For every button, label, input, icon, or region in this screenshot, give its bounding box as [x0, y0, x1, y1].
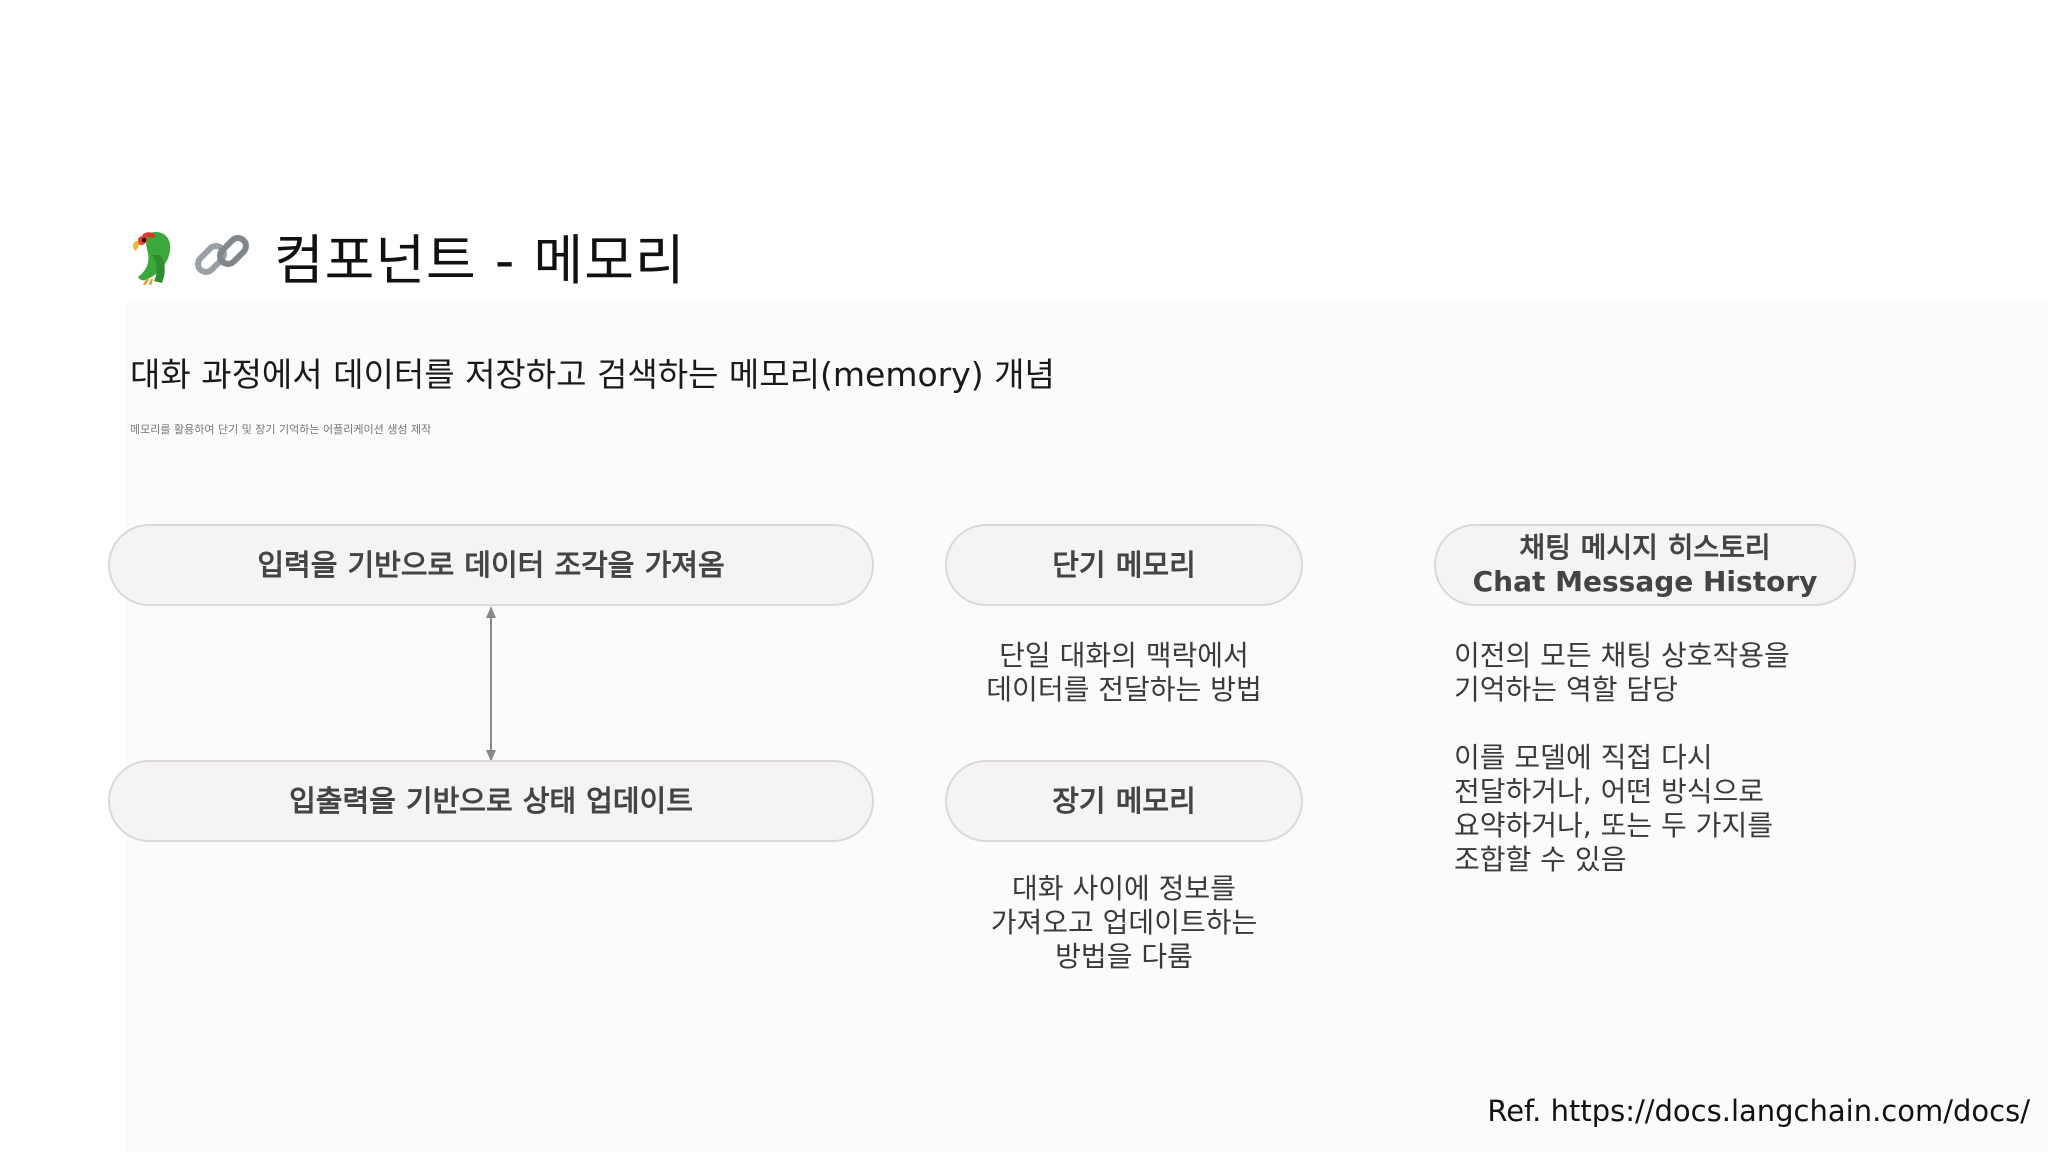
short-term-desc-line: 데이터를 전달하는 방법	[986, 673, 1262, 706]
input-retrieval-box: 입력을 기반으로 데이터 조각을 가져옴	[108, 524, 874, 606]
input-retrieval-label: 입력을 기반으로 데이터 조각을 가져옴	[257, 547, 725, 582]
subtitle: 대화 과정에서 데이터를 저장하고 검색하는 메모리(memory) 개념	[130, 355, 1055, 394]
chat-message-history-box: 채팅 메시지 히스토리 Chat Message History	[1434, 524, 1856, 606]
chat-history-title-en: Chat Message History	[1472, 565, 1818, 598]
short-term-memory-title: 단기 메모리	[1052, 547, 1196, 582]
bidirectional-arrow-icon	[486, 606, 496, 762]
chat-history-desc-2: 이를 모델에 직접 다시 전달하거나, 어떤 방식으로 요약하거나, 또는 두 …	[1454, 741, 1773, 877]
state-update-label: 입출력을 기반으로 상태 업데이트	[289, 783, 693, 818]
chat-history-desc-line: 조합할 수 있음	[1454, 843, 1627, 876]
chat-history-desc-line: 전달하거나, 어떤 방식으로	[1454, 775, 1765, 808]
caption: 메모리를 활용하여 단기 및 장기 기억하는 어플리케이션 생성 제작	[130, 423, 432, 436]
title-text: 컴포넌트 - 메모리	[274, 228, 686, 292]
long-term-memory-title: 장기 메모리	[1052, 783, 1196, 818]
chat-history-desc-1: 이전의 모든 채팅 상호작용을 기억하는 역할 담당	[1454, 639, 1790, 707]
content-background	[126, 300, 2048, 1152]
state-update-box: 입출력을 기반으로 상태 업데이트	[108, 760, 874, 842]
chat-history-title-ko: 채팅 메시지 히스토리	[1519, 531, 1771, 565]
long-term-desc-line: 방법을 다룸	[1055, 940, 1193, 973]
chat-history-desc-line: 요약하거나, 또는 두 가지를	[1454, 809, 1773, 842]
chat-history-desc-line: 기억하는 역할 담당	[1454, 673, 1678, 706]
long-term-memory-box: 장기 메모리	[945, 760, 1303, 842]
short-term-memory-desc: 단일 대화의 맥락에서 데이터를 전달하는 방법	[924, 639, 1324, 707]
reference-link[interactable]: Ref. https://docs.langchain.com/docs/	[1487, 1094, 2030, 1128]
long-term-memory-desc: 대화 사이에 정보를 가져오고 업데이트하는 방법을 다룸	[924, 872, 1324, 974]
short-term-memory-box: 단기 메모리	[945, 524, 1303, 606]
parrot-icon	[128, 225, 186, 285]
short-term-desc-line: 단일 대화의 맥락에서	[999, 639, 1249, 672]
chat-history-desc-line: 이전의 모든 채팅 상호작용을	[1454, 639, 1790, 672]
link-icon	[192, 225, 252, 285]
page-title: 컴포넌트 - 메모리	[128, 220, 686, 292]
long-term-desc-line: 가져오고 업데이트하는	[990, 906, 1258, 939]
chat-history-desc-line: 이를 모델에 직접 다시	[1454, 741, 1713, 774]
long-term-desc-line: 대화 사이에 정보를	[1012, 872, 1236, 905]
